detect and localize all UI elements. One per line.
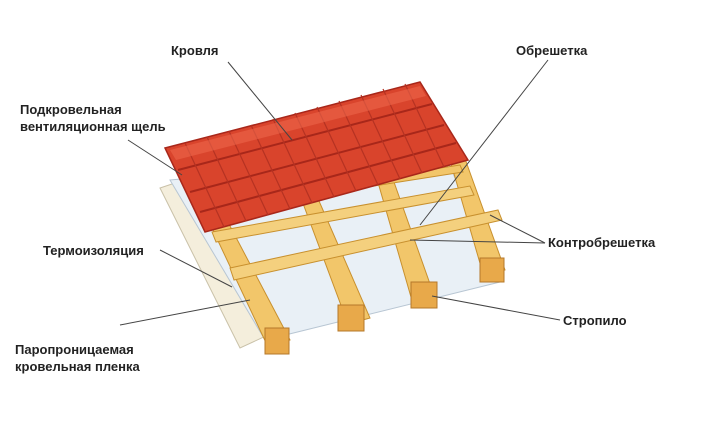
leader-kontr-2 [409,239,546,244]
label-plenka-line1: Паропроницаемая [15,342,134,357]
label-termoizolyaciya-text: Термоизоляция [43,243,144,258]
rafter-end [337,304,365,332]
label-kontrobreshetka: Контробрешетка [548,234,655,251]
leader-termo [159,249,233,288]
tile-row-line [177,103,433,171]
counter-batten [211,185,475,243]
leader-stropilo [431,295,561,321]
label-stropilo-text: Стропило [563,313,627,328]
leader-krovlya [227,61,293,141]
rafter-end [264,327,290,355]
label-plenka-line2: кровельная пленка [15,359,140,374]
rafter-end [479,257,505,283]
label-stropilo: Стропило [563,312,627,329]
tile-row-line [189,124,445,193]
counter-batten [229,209,503,281]
rafter-end [410,281,438,309]
leader-plenka [119,299,251,326]
label-podkrovelnaya: Подкровельная вентиляционная щель [20,101,166,135]
label-podkrovelnaya-line2: вентиляционная щель [20,119,166,134]
tile-field [163,81,470,233]
leader-podkrov [127,139,183,176]
leader-obreshetka [419,59,549,226]
label-krovlya: Кровля [171,42,218,59]
leader-lines [119,59,561,326]
label-podkrovelnaya-line1: Подкровельная [20,102,122,117]
label-obreshetka-text: Обрешетка [516,43,588,58]
roof-tiles [163,81,470,233]
tile-highlight [170,86,426,160]
leader-kontr-1 [489,214,546,244]
label-termoizolyaciya: Термоизоляция [43,242,144,259]
label-krovlya-text: Кровля [171,43,219,58]
label-plenka: Паропроницаемая кровельная пленка [15,341,140,375]
counter-battens [211,185,503,281]
label-obreshetka: Обрешетка [516,42,587,59]
label-kontrobreshetka-text: Контробрешетка [548,235,656,250]
